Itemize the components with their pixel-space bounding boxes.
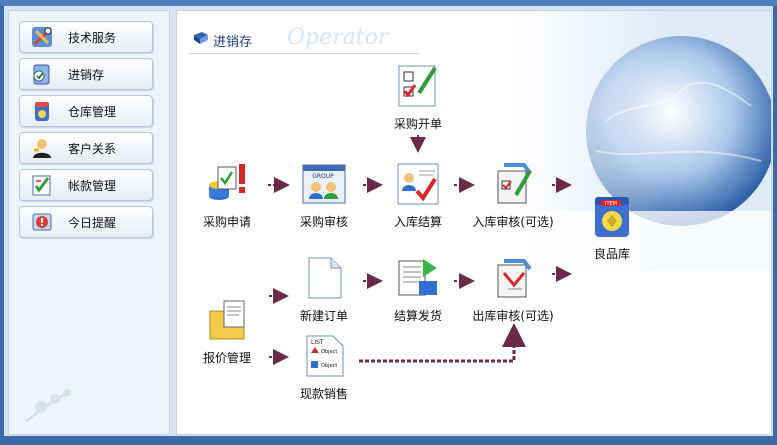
globe-background-icon xyxy=(511,11,771,271)
sidebar-item-reminder[interactable]: 今日提醒 xyxy=(19,206,153,238)
node-label: 结算发货 xyxy=(393,309,442,323)
inbound-review-icon xyxy=(497,163,532,204)
settle-ship-icon xyxy=(398,259,437,296)
sidebar-item-label: 帐款管理 xyxy=(68,179,117,193)
stock-badge-text: ITEM xyxy=(605,201,617,207)
node-label: 入库结算 xyxy=(393,215,442,229)
purchase-order-icon xyxy=(398,65,437,107)
sidebar: 技术服务 进销存 仓库管理 客户关系 帐款管理 xyxy=(8,10,170,435)
users-key-icon xyxy=(33,139,51,158)
node-purchase-review[interactable]: GROUP 采购审核 xyxy=(289,161,359,230)
flow-arrows xyxy=(268,135,572,365)
object-text-2: Object xyxy=(321,363,337,369)
node-inbound-review[interactable]: 入库审核(可选) xyxy=(465,161,561,230)
book-icon xyxy=(194,32,208,44)
header-divider xyxy=(189,53,419,54)
node-new-order[interactable]: 新建订单 xyxy=(289,255,359,324)
sidebar-item-inventory[interactable]: 进销存 xyxy=(19,58,153,90)
decorative-flower-icon xyxy=(25,389,72,422)
new-document-icon xyxy=(308,257,342,299)
list-title-text: LIST xyxy=(311,339,324,346)
node-label: 报价管理 xyxy=(202,351,251,365)
header-watermark: Operator xyxy=(287,25,389,50)
clipboard-icon xyxy=(33,64,50,85)
node-purchase-request[interactable]: 采购申请 xyxy=(195,161,259,230)
node-label: 采购审核 xyxy=(299,215,348,229)
sidebar-item-accounts[interactable]: 帐款管理 xyxy=(19,169,153,201)
reminder-alert-icon xyxy=(32,213,52,231)
node-purchase-order[interactable]: 采购开单 xyxy=(382,63,454,132)
sidebar-item-label: 进销存 xyxy=(68,68,105,82)
node-good-stock[interactable]: ITEM 良品库 xyxy=(582,193,642,262)
node-label: 采购开单 xyxy=(393,117,442,131)
frame-top-bar xyxy=(0,0,777,6)
node-quote-manage[interactable]: 报价管理 xyxy=(195,297,259,366)
cash-sale-list-icon: LIST Object Object xyxy=(306,335,344,377)
sidebar-item-label: 今日提醒 xyxy=(68,216,117,230)
purchase-review-icon: GROUP xyxy=(302,164,346,204)
node-outbound-review[interactable]: 出库审核(可选) xyxy=(465,255,561,324)
node-inbound-settle[interactable]: 入库结算 xyxy=(383,161,453,230)
quote-folder-icon xyxy=(209,300,245,340)
sidebar-item-tech-service[interactable]: 技术服务 xyxy=(19,21,153,53)
sidebar-item-label: 客户关系 xyxy=(68,142,117,156)
page-title: 进销存 xyxy=(213,35,253,50)
outbound-review-icon xyxy=(497,259,532,298)
ledger-check-icon xyxy=(32,175,51,196)
purchase-request-icon xyxy=(209,164,245,200)
group-badge-text: GROUP xyxy=(312,173,334,180)
node-label: 出库审核(可选) xyxy=(472,309,554,323)
good-stock-icon: ITEM xyxy=(595,197,629,237)
warehouse-jar-icon xyxy=(35,102,49,121)
tools-icon xyxy=(32,27,52,47)
object-text-1: Object xyxy=(321,349,337,355)
node-label: 良品库 xyxy=(593,247,630,261)
sidebar-item-label: 技术服务 xyxy=(68,31,117,45)
node-cash-sale[interactable]: LIST Object Object 现款销售 xyxy=(289,333,359,402)
sidebar-item-warehouse[interactable]: 仓库管理 xyxy=(19,95,153,127)
frame-bottom-bar xyxy=(0,436,777,445)
node-label: 新建订单 xyxy=(299,309,348,323)
inbound-settle-icon xyxy=(397,163,439,205)
sidebar-item-label: 仓库管理 xyxy=(68,105,117,119)
node-label: 采购申请 xyxy=(202,215,251,229)
node-label: 入库审核(可选) xyxy=(472,215,554,229)
node-settle-ship[interactable]: 结算发货 xyxy=(383,255,453,324)
sidebar-item-customer[interactable]: 客户关系 xyxy=(19,132,153,164)
main-panel: Operator 进销存 xyxy=(176,10,772,435)
node-label: 现款销售 xyxy=(299,387,348,401)
